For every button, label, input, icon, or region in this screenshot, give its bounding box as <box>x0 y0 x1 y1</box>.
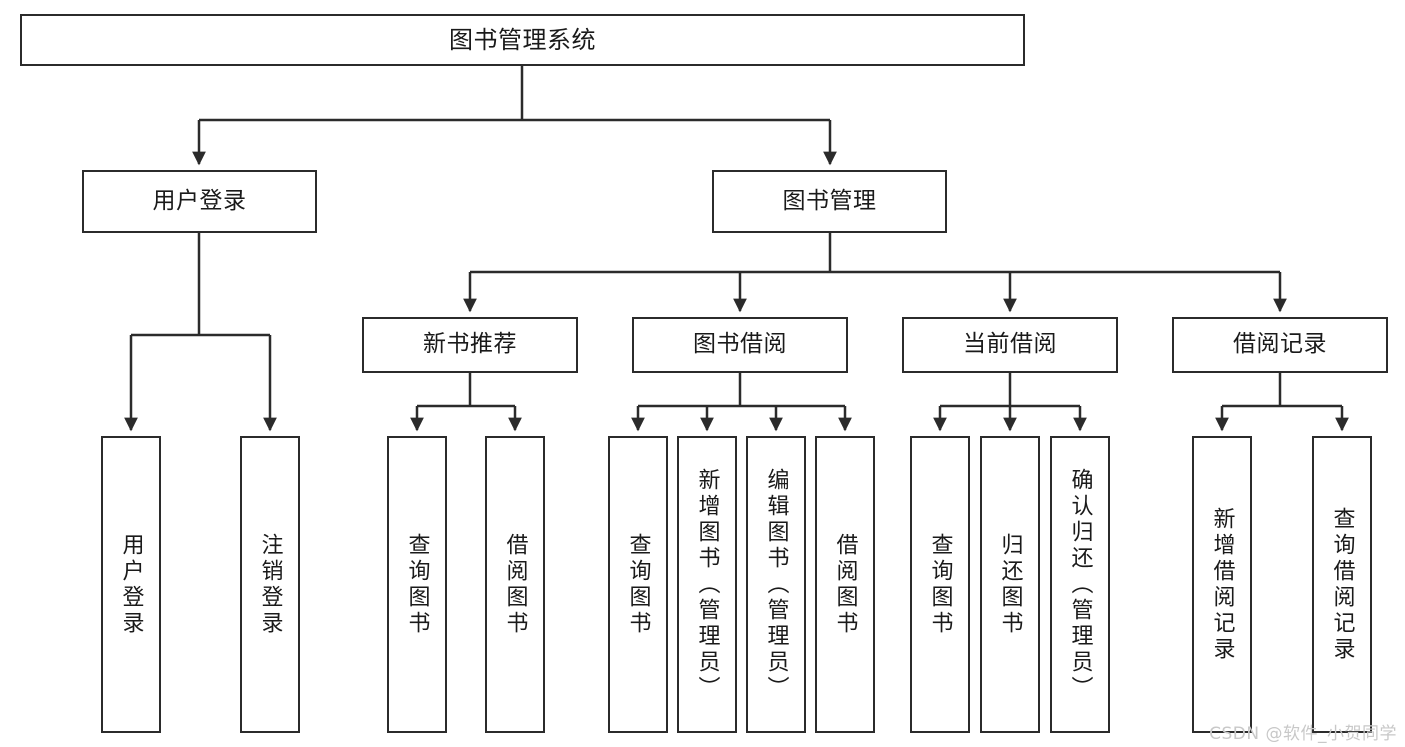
node-label: 借阅图书 <box>502 532 528 637</box>
node-label: 编辑图书（管理员） <box>763 467 789 702</box>
node-label: 查询图书 <box>404 532 430 637</box>
node-book-management-system[interactable]: 图书管理系统 <box>20 14 1025 66</box>
node-label: 查询借阅记录 <box>1329 506 1355 663</box>
node-label: 图书借阅 <box>693 331 787 358</box>
node-label: 新增借阅记录 <box>1209 506 1235 663</box>
node-label: 用户登录 <box>118 532 144 637</box>
leaf-borrow-book-1[interactable]: 借阅图书 <box>485 436 545 733</box>
leaf-query-borrow-record[interactable]: 查询借阅记录 <box>1312 436 1372 733</box>
node-book-management[interactable]: 图书管理 <box>712 170 947 233</box>
node-label: 归还图书 <box>997 532 1023 637</box>
node-label: 新增图书（管理员） <box>694 467 720 702</box>
node-label: 查询图书 <box>927 532 953 637</box>
leaf-edit-book[interactable]: 编辑图书（管理员） <box>746 436 806 733</box>
node-label: 查询图书 <box>625 532 651 637</box>
node-label: 用户登录 <box>152 187 247 214</box>
node-label: 新书推荐 <box>423 331 517 358</box>
leaf-query-book-1[interactable]: 查询图书 <box>387 436 447 733</box>
node-current-borrow[interactable]: 当前借阅 <box>902 317 1118 373</box>
node-label: 注销登录 <box>257 532 283 637</box>
leaf-return-book[interactable]: 归还图书 <box>980 436 1040 733</box>
node-label: 确认归还（管理员） <box>1067 467 1093 702</box>
node-label: 图书管理系统 <box>449 25 596 54</box>
node-label: 借阅记录 <box>1233 331 1327 358</box>
node-new-book-recommend[interactable]: 新书推荐 <box>362 317 578 373</box>
leaf-borrow-book-2[interactable]: 借阅图书 <box>815 436 875 733</box>
leaf-add-borrow-record[interactable]: 新增借阅记录 <box>1192 436 1252 733</box>
node-label: 当前借阅 <box>963 331 1057 358</box>
node-user-login[interactable]: 用户登录 <box>82 170 317 233</box>
node-label: 借阅图书 <box>832 532 858 637</box>
node-label: 图书管理 <box>782 187 877 214</box>
leaf-add-book[interactable]: 新增图书（管理员） <box>677 436 737 733</box>
node-borrow-record[interactable]: 借阅记录 <box>1172 317 1388 373</box>
node-book-borrow[interactable]: 图书借阅 <box>632 317 848 373</box>
leaf-confirm-return[interactable]: 确认归还（管理员） <box>1050 436 1110 733</box>
leaf-query-book-3[interactable]: 查询图书 <box>910 436 970 733</box>
leaf-user-login[interactable]: 用户登录 <box>101 436 161 733</box>
leaf-query-book-2[interactable]: 查询图书 <box>608 436 668 733</box>
leaf-logout-login[interactable]: 注销登录 <box>240 436 300 733</box>
